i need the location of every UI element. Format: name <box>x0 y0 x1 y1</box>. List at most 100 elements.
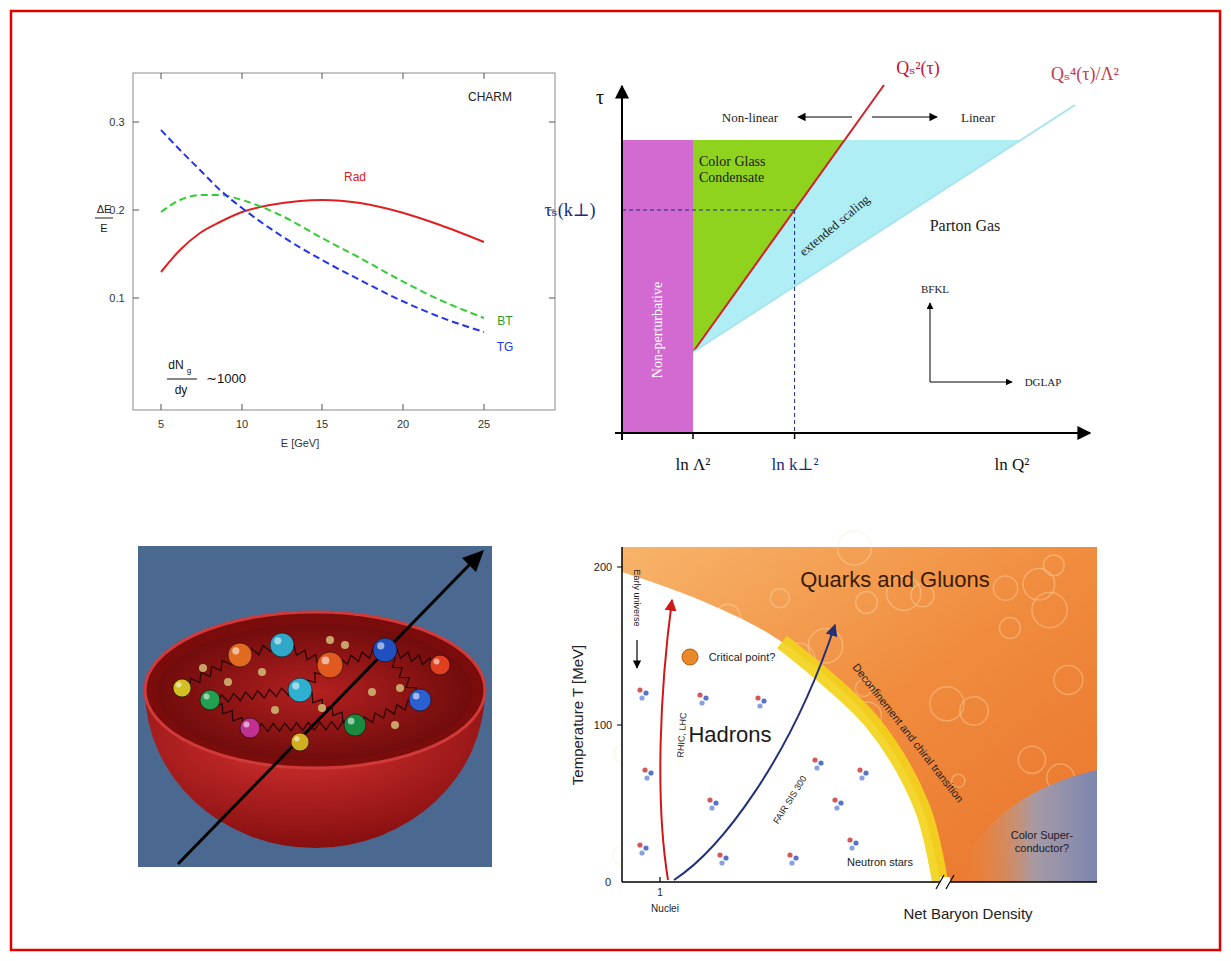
regime-label: Non-linear <box>722 111 778 126</box>
phase-diagram-lines <box>936 875 954 889</box>
arrow-label: RHIC, LHC <box>675 712 688 758</box>
tick-label: 5 <box>158 418 164 431</box>
axis-mark-label: ln k⊥² <box>771 455 818 475</box>
plasma-texture <box>999 618 1020 639</box>
saturation-diagram-lines <box>798 116 852 117</box>
hadron-dot <box>818 760 823 765</box>
chart-frame <box>133 73 555 410</box>
sea-parton <box>258 668 266 676</box>
hadron-dot <box>757 703 762 708</box>
quark-ball <box>430 655 450 675</box>
saturation-diagram-lines <box>622 210 795 211</box>
saturation-diagram-lines <box>615 432 1090 434</box>
chart-frame <box>133 73 555 410</box>
hadron-dot <box>643 690 648 695</box>
hadron-dot <box>713 800 718 805</box>
quark-ball <box>344 714 366 736</box>
saturation-diagram-lines <box>621 86 623 440</box>
phase-diagram-lines <box>621 547 623 882</box>
color-superconductor-region-shape <box>950 770 1097 882</box>
hadron-dot <box>709 805 714 810</box>
hadron-dot <box>637 687 642 692</box>
chart-frame <box>167 379 197 380</box>
arrow-label: FAIR SIS 300 <box>771 774 809 826</box>
phase-diagram-lines <box>660 600 672 880</box>
color-superconductor-region: Color Super-conductor? <box>950 770 1097 882</box>
sea-parton <box>391 721 399 729</box>
region-label: Hadrons <box>688 722 771 747</box>
quark-highlight <box>413 693 420 700</box>
hadron-dot <box>637 842 642 847</box>
tick-label: 200 <box>594 561 612 574</box>
hadron-dot <box>849 845 854 850</box>
hadron-dot <box>832 797 837 802</box>
quark-ball <box>173 679 191 697</box>
quark-highlight <box>274 637 281 644</box>
tick-label: 0.2 <box>109 204 124 217</box>
quark-highlight <box>176 682 181 687</box>
axis-title: ln Q² <box>995 455 1030 475</box>
sea-parton <box>199 664 207 672</box>
quark-ball <box>317 652 343 678</box>
curve-label: TG <box>497 341 514 355</box>
plasma-texture <box>770 589 789 608</box>
qgp-region-shape <box>622 547 1097 882</box>
hadron-dot <box>639 850 644 855</box>
figure-border <box>11 11 1220 950</box>
hadron-dot <box>699 700 704 705</box>
hadron-dot <box>847 837 852 842</box>
line-label: Qₛ²(τ) <box>896 58 940 79</box>
sea-parton <box>368 688 376 696</box>
region-label: Parton Gas <box>930 217 1001 235</box>
saturation-diagram-lines <box>693 105 1075 352</box>
axis-mark-label: Nuclei <box>651 903 679 915</box>
hadron-dot <box>812 757 817 762</box>
hadron-dot <box>787 852 792 857</box>
plasma-texture <box>856 592 878 614</box>
saturation-diagram-lines <box>693 433 795 439</box>
axis-title: Net Baryon Density <box>903 905 1032 922</box>
quark-highlight <box>322 657 330 665</box>
regime-label: Linear <box>961 111 995 126</box>
chart-curve <box>161 130 484 332</box>
hadron-dot <box>755 695 760 700</box>
region-label: Non-perturbative <box>650 282 666 378</box>
region-label: Color Super-conductor? <box>1000 829 1084 854</box>
chart-curve <box>161 195 484 318</box>
phase-diagram-lines <box>617 567 660 882</box>
phase-diagram-lines <box>622 881 1097 883</box>
hadron-dot <box>761 698 766 703</box>
nucleon-illustration <box>157 624 473 760</box>
nucleon-illustration <box>178 560 474 864</box>
parameter-label: g <box>187 366 191 375</box>
color-superconductor-region-shape <box>960 770 1097 882</box>
chart-frame <box>95 218 113 219</box>
plasma-texture <box>1032 592 1067 627</box>
hadron-dot <box>814 765 819 770</box>
quark-highlight <box>294 736 299 741</box>
quark-ball <box>288 678 312 702</box>
region-label: Color Glass Condensate <box>699 154 795 186</box>
plasma-texture <box>1018 746 1045 773</box>
hadron-dot <box>642 767 647 772</box>
axis-title: τ <box>596 86 604 109</box>
hadron-dot <box>793 855 798 860</box>
axis-title: Temperature T [MeV] <box>569 645 586 785</box>
nucleon-illustration <box>138 546 492 867</box>
saturation-diagram-lines <box>615 85 1090 440</box>
direction-label: BFKL <box>921 283 949 296</box>
quark-highlight <box>377 642 384 649</box>
hadron-dot <box>639 695 644 700</box>
quark-highlight <box>232 647 239 654</box>
tick-label: 25 <box>478 418 490 431</box>
plasma-texture <box>1054 665 1083 694</box>
nonperturbative-band: Non-perturbative <box>622 140 693 433</box>
hadron-dot <box>648 770 653 775</box>
quark-ball <box>291 733 309 751</box>
saturation-diagram-lines <box>930 303 931 382</box>
plasma-texture <box>993 576 1017 600</box>
axis-title: E <box>100 222 107 235</box>
hadron-dot <box>644 775 649 780</box>
parameter-label: ∼1000 <box>206 372 246 387</box>
